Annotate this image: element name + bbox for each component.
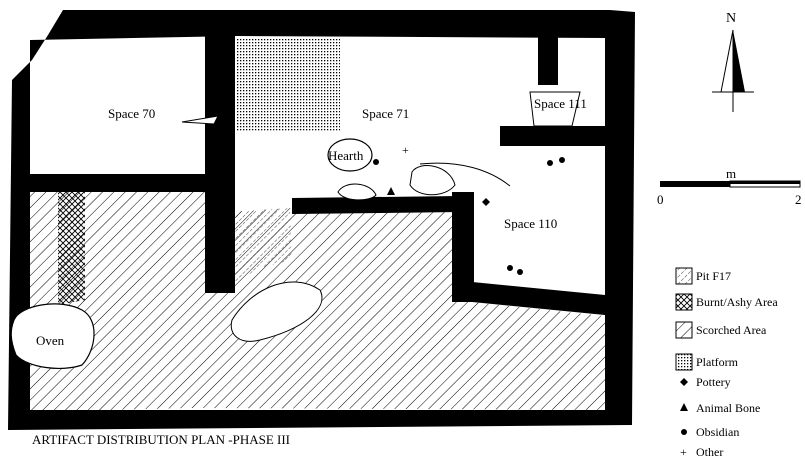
legend-label-scorched: Scorched Area <box>696 323 767 337</box>
north-arrow-icon <box>712 29 754 112</box>
feature-outline <box>419 162 511 187</box>
obsidian-marker <box>559 157 565 163</box>
obsidian-marker <box>373 159 379 165</box>
legend-label-platform: Platform <box>696 355 739 369</box>
platform <box>236 38 340 132</box>
wall-west-110 <box>452 192 474 302</box>
burnt-ashy-area <box>58 190 85 305</box>
room-label-space-70: Space 70 <box>108 106 155 121</box>
animal-bone-marker <box>387 187 395 195</box>
other-marker: + <box>402 143 409 157</box>
wall-divider-70-71 <box>205 28 235 293</box>
legend-swatch-pit <box>675 267 693 285</box>
north-label: N <box>726 11 736 26</box>
scale-min: 0 <box>657 192 664 207</box>
wall-south-110 <box>452 280 605 315</box>
wall-south-70 <box>28 174 223 192</box>
feature-outline <box>337 183 377 201</box>
pit-f17 <box>228 208 292 286</box>
wall-north-110 <box>500 126 610 146</box>
legend-swatch-platform <box>675 353 693 371</box>
legend-label-other: Other <box>696 445 723 459</box>
obsidian-marker <box>517 269 523 275</box>
legend-label-burnt: Burnt/Ashy Area <box>696 295 778 309</box>
room-label-space-110: Space 110 <box>504 216 557 231</box>
room-label-space-111: Space 111 <box>534 96 587 111</box>
oven <box>10 303 95 370</box>
scale-bar <box>660 180 801 188</box>
legend-symbol-pottery <box>680 378 688 386</box>
legend-label-obsidian: Obsidian <box>696 425 739 439</box>
legend-label-pottery: Pottery <box>696 375 731 389</box>
legend-label-bone: Animal Bone <box>696 401 760 415</box>
scale-max: 2 <box>795 192 802 207</box>
scale-unit: m <box>726 166 736 181</box>
legend-swatch-burnt <box>675 293 693 311</box>
room-label-space-71: Space 71 <box>362 106 409 121</box>
wall-west-111 <box>538 30 558 85</box>
feature-outline <box>181 115 219 125</box>
obsidian-marker <box>547 160 553 166</box>
legend-swatch-scorched <box>675 321 693 339</box>
legend-symbol-bone <box>680 403 688 411</box>
feature-label-oven: Oven <box>36 333 65 348</box>
legend: Pit F17 Burnt/Ashy Area Scorched Area Pl… <box>675 267 778 459</box>
legend-symbol-obsidian <box>681 429 687 435</box>
feature-outline <box>230 281 323 342</box>
hearth <box>327 138 373 172</box>
feature-outline <box>529 91 581 127</box>
plan-title: ARTIFACT DISTRIBUTION PLAN -PHASE III <box>32 432 290 447</box>
feature-outline <box>409 165 456 196</box>
legend-symbol-other: + <box>680 445 687 459</box>
pottery-marker <box>482 198 490 206</box>
legend-label-pit: Pit F17 <box>696 269 731 283</box>
feature-label-hearth: Hearth <box>328 148 364 163</box>
wall-south-71 <box>292 196 462 214</box>
obsidian-marker <box>507 265 513 271</box>
